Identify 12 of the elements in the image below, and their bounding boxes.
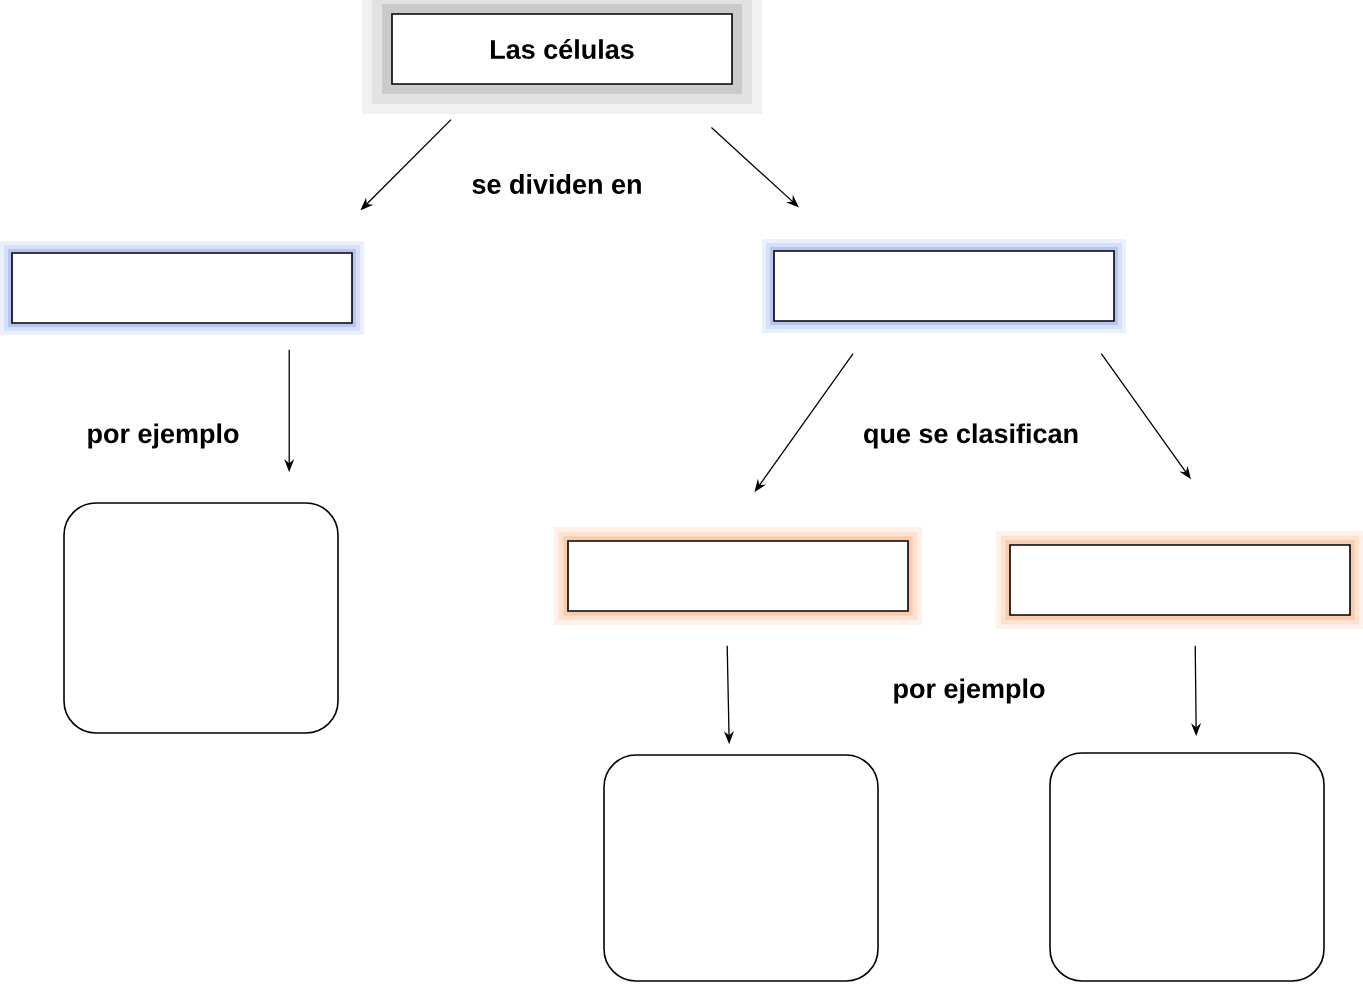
connector-label: se dividen en [472,174,641,194]
answer-box [996,531,1363,629]
connector-label: por ejemplo [88,423,239,449]
connector-label: que se clasifican [864,423,1078,449]
answer-box [1049,752,1325,982]
answer-box [554,527,922,625]
title-box: Las células [362,0,762,114]
answer-box [603,754,879,982]
answer-box [0,241,364,335]
answer-box [63,502,339,734]
connector-label: por ejemplo [894,678,1045,704]
answer-box [762,239,1126,333]
